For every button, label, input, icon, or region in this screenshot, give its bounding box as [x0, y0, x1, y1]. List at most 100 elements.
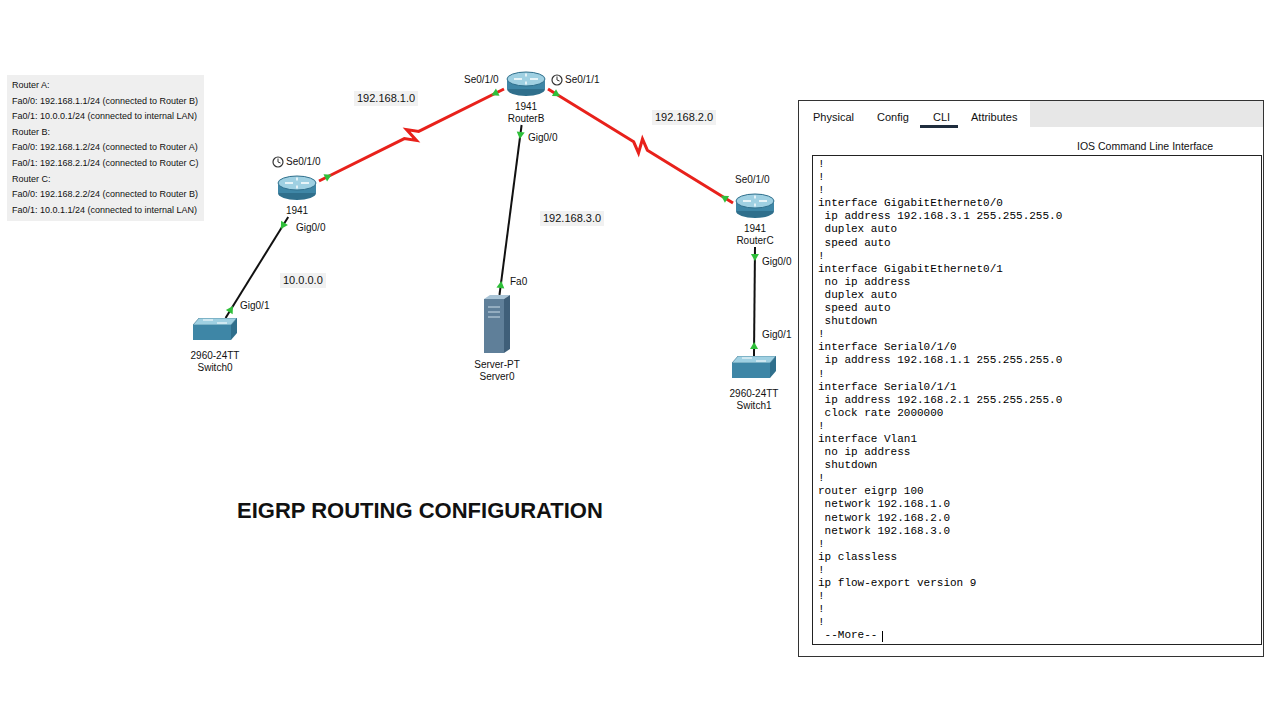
cli-line: ip classless [818, 551, 1261, 564]
switch-arrows [203, 320, 227, 323]
cli-line: ! [818, 368, 1261, 381]
clock-face [273, 157, 283, 167]
router-top [278, 176, 316, 190]
switch-top [732, 356, 776, 363]
node-text: RouterB [508, 113, 545, 125]
router-symbol [277, 175, 317, 201]
cli-line: ! [818, 171, 1261, 184]
text-cursor [882, 631, 883, 642]
serial-link [548, 89, 733, 203]
node-text: 2960-24TT [191, 350, 240, 362]
address-notes-box: Router A:Fa0/0: 192.168.1.1/24 (connecte… [7, 75, 204, 221]
panel-tab: Physical [813, 111, 854, 124]
cli-line: duplex auto [818, 223, 1261, 236]
address-note: Router A: [12, 78, 199, 94]
cli-line: interface GigabitEthernet0/0 [818, 197, 1261, 210]
link-status-light [281, 221, 288, 229]
server-side [504, 295, 510, 353]
router-top [736, 194, 774, 208]
cli-line: ip address 192.168.3.1 255.255.255.0 [818, 210, 1261, 223]
address-note: Fa0/1: 10.0.0.1/24 (connected to interna… [12, 109, 199, 125]
network-label: 192.168.1.0 [354, 91, 418, 106]
node-text: 1941 [286, 205, 308, 217]
cli-line: ! [818, 158, 1261, 171]
server-front [484, 299, 504, 353]
cli-panel: IOS Command Line Interface!!!interface G… [798, 100, 1264, 657]
router-node: 1941RouterB [504, 71, 548, 125]
cli-terminal: !!!interface GigabitEthernet0/0 ip addre… [812, 155, 1262, 645]
cli-line: ip address 192.168.2.1 255.255.255.0 [818, 394, 1261, 407]
clock-icon [273, 157, 283, 167]
cli-line: ! [818, 472, 1261, 485]
address-note: Fa0/1: 10.0.1.1/24 (connected to interna… [12, 203, 199, 219]
link-status-light [751, 254, 759, 261]
node-text: Server-PT [474, 359, 520, 371]
switch-icon [193, 318, 237, 340]
router-symbol [506, 71, 546, 97]
cli-line: interface Serial0/1/0 [818, 341, 1261, 354]
port-label: Se0/1/1 [565, 74, 599, 86]
active-tab-underline [920, 125, 958, 128]
switch-icon [732, 356, 776, 378]
switch-node: 2960-24TTSwitch0 [189, 318, 242, 374]
cli-line: no ip address [818, 446, 1261, 459]
address-note: Fa0/0: 192.168.2.2/24 (connected to Rout… [12, 187, 199, 203]
router-arrows [743, 196, 767, 207]
switch-symbol [193, 318, 237, 340]
cli-line: interface GigabitEthernet0/1 [818, 263, 1261, 276]
switch-front [193, 325, 231, 340]
link-status-light [750, 342, 758, 349]
link-status-light [552, 89, 560, 96]
cli-line: shutdown [818, 315, 1261, 328]
network-label: 10.0.0.0 [280, 273, 326, 288]
clock-icon [552, 75, 562, 85]
port-label: Se0/1/0 [735, 174, 769, 186]
node-text: IOS Command Line Interface [1077, 140, 1213, 153]
router-node: 1941RouterC [733, 193, 777, 247]
cli-line: ! [818, 184, 1261, 197]
server-icon [484, 295, 510, 353]
router-arrows [514, 74, 538, 85]
cli-line: interface Vlan1 [818, 433, 1261, 446]
router-top [507, 72, 545, 86]
router-node: 1941 [275, 175, 319, 217]
port-label: Gig0/0 [528, 132, 557, 144]
link-status-light [721, 196, 729, 203]
cli-line: ! [818, 538, 1261, 551]
router-arrows [285, 178, 309, 189]
cli-line: ip address 192.168.1.1 255.255.255.0 [818, 354, 1261, 367]
node-text: 2960-24TT [730, 388, 779, 400]
server-node: Server-PTServer0 [472, 295, 522, 383]
router-symbol [735, 193, 775, 219]
node-text: 1941 [744, 223, 766, 235]
server-slots [488, 307, 500, 317]
tab-bar-fill [1030, 101, 1263, 127]
switch-arrows [742, 358, 766, 361]
cli-line: network 192.168.3.0 [818, 525, 1261, 538]
node-text: Server0 [479, 371, 514, 383]
cli-line: ! [818, 250, 1261, 263]
link-status-light [517, 131, 525, 138]
port-label: Fa0 [510, 276, 527, 288]
switch-symbol [732, 356, 776, 378]
switch-side [231, 318, 237, 340]
address-note: Router B: [12, 125, 199, 141]
cli-line: ! [818, 590, 1261, 603]
port-label: Se0/1/0 [464, 74, 498, 86]
port-label: Gig0/1 [762, 329, 791, 341]
panel-tab: CLI [933, 111, 950, 124]
cli-line: interface Serial0/1/1 [818, 381, 1261, 394]
node-text: RouterC [736, 235, 773, 247]
cli-line: ! [818, 420, 1261, 433]
cli-line: ! [818, 564, 1261, 577]
network-label: 192.168.3.0 [540, 211, 604, 226]
cli-line: network 192.168.2.0 [818, 512, 1261, 525]
cli-line: ! [818, 603, 1261, 616]
clock-hands [557, 77, 560, 82]
cli-line: ! [818, 328, 1261, 341]
node-text: Switch1 [736, 400, 771, 412]
cli-line: shutdown [818, 459, 1261, 472]
port-label: Gig0/0 [762, 256, 791, 268]
ethernet-link [499, 125, 521, 295]
switch-front [732, 363, 770, 378]
